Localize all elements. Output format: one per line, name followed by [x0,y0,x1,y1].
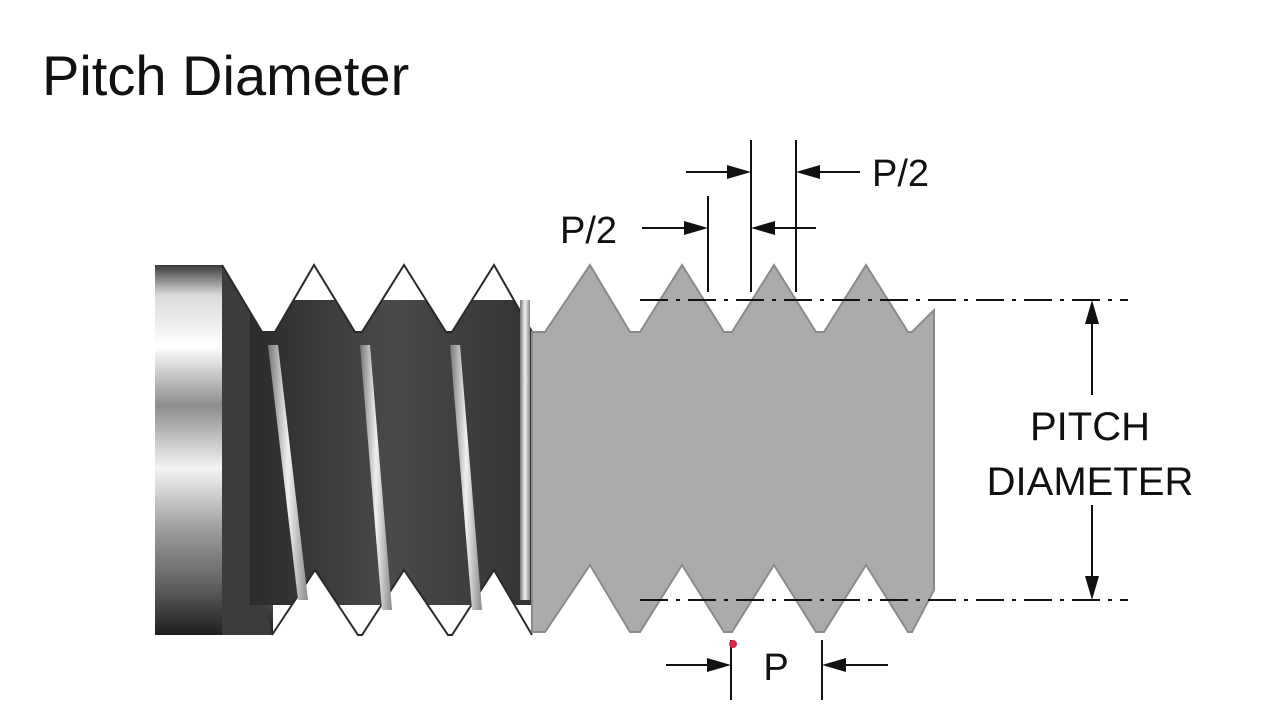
arrow-right-icon [684,221,708,235]
pitch-diameter-label-line2: DIAMETER [987,460,1194,504]
half-pitch-dimension-upper [686,140,860,292]
half-pitch-label-lower: P/2 [560,210,617,252]
half-pitch-dimension-lower [642,196,816,292]
pitch-label: P [763,647,788,689]
arrow-right-icon [727,165,751,179]
arrow-left-icon [822,658,846,672]
helix-highlight [520,300,530,600]
arrow-right-icon [707,658,731,672]
arrow-left-icon [751,221,775,235]
arrow-left-icon [796,165,820,179]
thread-cross-section [531,263,935,633]
half-pitch-label-upper: P/2 [872,153,929,195]
helix-highlight [268,345,308,600]
pitch-diameter-label-line1: PITCH [1030,405,1150,449]
helix-highlight [360,345,392,610]
arrow-up-icon [1085,300,1099,324]
arrow-down-icon [1085,576,1099,600]
pitch-dimension [666,640,888,700]
page-title: Pitch Diameter [42,44,410,107]
helix-highlight [450,345,482,610]
pointer-dot [729,640,737,648]
threaded-body-3d [221,255,533,645]
pitch-diameter-dimension [1085,300,1099,600]
